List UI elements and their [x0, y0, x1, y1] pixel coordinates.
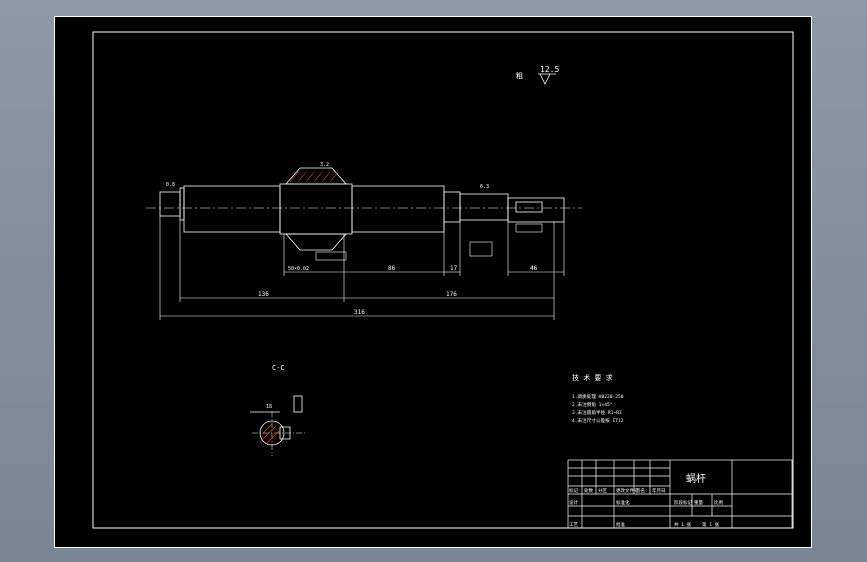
tech-line-4: 4.未注尺寸公差按 IT12 [572, 417, 624, 424]
tb-count: 处数 [584, 487, 593, 494]
tb-sheet-no: 第 1 张 [702, 521, 720, 528]
tb-zone: 分区 [598, 487, 607, 494]
tech-title: 技 术 要 求 [572, 373, 613, 382]
title-block [567, 459, 793, 529]
dim-worm-note: 50×0.02 [288, 266, 309, 272]
tech-line-1: 1.调质处理 HB220-250 [572, 393, 624, 400]
tech-line-2: 2.未注倒角 1×45° [572, 401, 613, 408]
rough-b: 3.2 [320, 162, 329, 168]
section-view [250, 395, 306, 456]
dim-mid-b: 17 [450, 265, 458, 272]
tb-mark: 标记 [569, 487, 578, 494]
section-hatch [261, 423, 281, 445]
dimension-lines [159, 216, 565, 320]
outer-border [54, 16, 812, 548]
technical-requirements: 技 术 要 求 1.调质处理 HB220-250 2.未注倒角 1×45° 3.… [572, 373, 624, 424]
svg-text:粗: 粗 [516, 71, 523, 80]
tb-sign: 签名 [636, 487, 645, 494]
tolerance-frames [315, 223, 543, 261]
roughness-value: 12.5 [540, 65, 559, 74]
part-name: 蜗杆 [686, 473, 706, 485]
worm-hatch [289, 171, 339, 183]
dim-mid-c: 46 [530, 265, 538, 272]
key-dim: 18 [266, 404, 272, 410]
tb-approve: 批准 [616, 521, 625, 528]
rough-c: 6.3 [480, 184, 489, 190]
dim-mid-a: 86 [388, 265, 396, 272]
cad-drawing: 粗 12.5 [54, 16, 812, 548]
roughness-symbol-general: 粗 12.5 [516, 65, 559, 85]
tech-line-3: 3.未注圆角半径 R1~R3 [572, 409, 622, 416]
tb-weight: 重量 [694, 499, 703, 506]
dim-total-length: 316 [354, 309, 365, 316]
tb-date: 年月日 [652, 487, 666, 494]
tb-stage: 阶段标记 [674, 499, 692, 506]
tb-process: 工艺 [569, 522, 578, 528]
tb-std: 标准化 [616, 499, 630, 506]
tb-sheet-of: 共 1 张 [674, 521, 692, 528]
tb-design: 设计 [569, 499, 578, 506]
rough-a: 0.8 [166, 182, 175, 188]
shaft-view [146, 167, 582, 251]
dim-left-length: 136 [258, 291, 269, 298]
tb-ratio: 比例 [714, 499, 723, 506]
section-label: C-C [272, 364, 285, 372]
tb-change: 更改文件号 [616, 487, 639, 494]
dim-right-length: 176 [446, 291, 457, 298]
inner-border [92, 31, 794, 529]
drawing-sheet: 粗 12.5 [54, 16, 812, 548]
